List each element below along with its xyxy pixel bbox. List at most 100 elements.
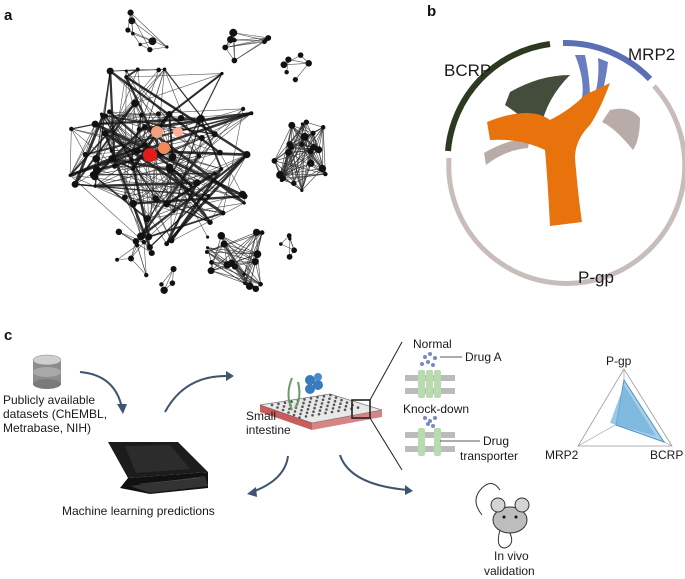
network-node [271, 158, 278, 164]
network-node [217, 232, 226, 240]
network-node [286, 233, 292, 239]
network-node [262, 39, 267, 45]
normal-label: Normal [413, 337, 452, 351]
chord-label-bcrp: BCRP [444, 61, 491, 80]
plate-well [356, 406, 360, 409]
network-node [108, 154, 117, 163]
network-node [138, 42, 142, 47]
network-edge [281, 150, 311, 181]
network-node [141, 239, 147, 245]
workflow-arrows [79, 371, 409, 493]
network-node [220, 71, 224, 76]
knockdown-label: Knock-down [403, 402, 469, 416]
network-edge [118, 231, 145, 243]
network-node [206, 235, 210, 239]
invivo-label-line2: validation [484, 564, 535, 578]
network-edge [125, 76, 156, 199]
network-node [300, 122, 305, 126]
network-node [91, 172, 99, 181]
network-edge [137, 69, 146, 145]
chord-pgp [487, 83, 610, 226]
plate-well [308, 400, 312, 404]
network-node [91, 120, 99, 128]
radar-area-inner [610, 385, 656, 436]
network-edge [221, 235, 258, 255]
network-edge [168, 169, 212, 224]
network-node [168, 153, 177, 161]
network-edge [289, 123, 303, 145]
network-node [162, 67, 167, 72]
network-edge [283, 62, 309, 66]
network-edge [155, 185, 192, 199]
plate-well [290, 400, 293, 404]
network-node [211, 131, 218, 138]
plate-well [322, 394, 326, 398]
network-node [132, 238, 140, 245]
dataset-label-line1: Publicly available [3, 393, 95, 407]
network-hub-node [173, 127, 183, 137]
network-edge [95, 185, 174, 212]
plate-well [300, 409, 303, 412]
network-node [323, 171, 328, 177]
network-edge [233, 32, 269, 39]
network-node [124, 75, 129, 79]
plate-well [339, 402, 342, 406]
network-node [92, 166, 101, 175]
network-edge [111, 158, 167, 244]
radar-label-bcrp: BCRP [650, 448, 683, 462]
network-edge [211, 262, 261, 285]
network-node [101, 130, 109, 137]
network-edge [118, 231, 137, 242]
network-node [137, 232, 145, 241]
network-node [320, 125, 326, 130]
network-node [243, 281, 247, 286]
network-edge [132, 168, 172, 241]
network-edge [165, 172, 216, 206]
network-edge [224, 243, 258, 255]
network-edge [163, 268, 174, 291]
network-edge [94, 175, 148, 220]
network-node [204, 250, 209, 254]
network-node [209, 260, 214, 265]
network-edge [234, 232, 257, 267]
network-edge [133, 108, 244, 204]
network-edge [166, 203, 223, 214]
tissue-plate-icon [259, 373, 383, 430]
plate-well [307, 404, 311, 407]
network-node [279, 178, 284, 183]
network-node [193, 179, 201, 187]
arrow-tissue-to-ml [251, 455, 289, 493]
plate-well [329, 393, 332, 397]
network-edge [166, 202, 245, 245]
network-node [124, 69, 128, 73]
network-node [206, 194, 211, 198]
network-edge [148, 168, 222, 238]
network-edge [210, 270, 246, 284]
network-edge [318, 127, 324, 150]
plate-well [314, 403, 317, 406]
network-node [129, 157, 134, 162]
network-node [207, 267, 215, 275]
plate-well [325, 408, 328, 411]
network-node [142, 124, 148, 130]
plate-well [337, 409, 340, 413]
network-edge [281, 173, 326, 181]
plate-well [316, 396, 319, 399]
network-edge [306, 121, 324, 128]
network-node [169, 280, 176, 286]
network-edge [221, 235, 256, 262]
network-node [276, 171, 284, 179]
network-edge [71, 128, 146, 146]
network-node [170, 265, 177, 273]
plate-well [312, 410, 315, 414]
plate-well [318, 409, 322, 412]
network-edge [234, 41, 265, 61]
network-node [291, 247, 297, 254]
network-node [139, 112, 144, 118]
network-edge [233, 32, 266, 41]
network-node [219, 167, 224, 171]
network-node [288, 237, 292, 241]
drug-a-label: Drug A [465, 350, 502, 364]
network-node [109, 148, 114, 153]
membrane-normal [405, 352, 455, 398]
